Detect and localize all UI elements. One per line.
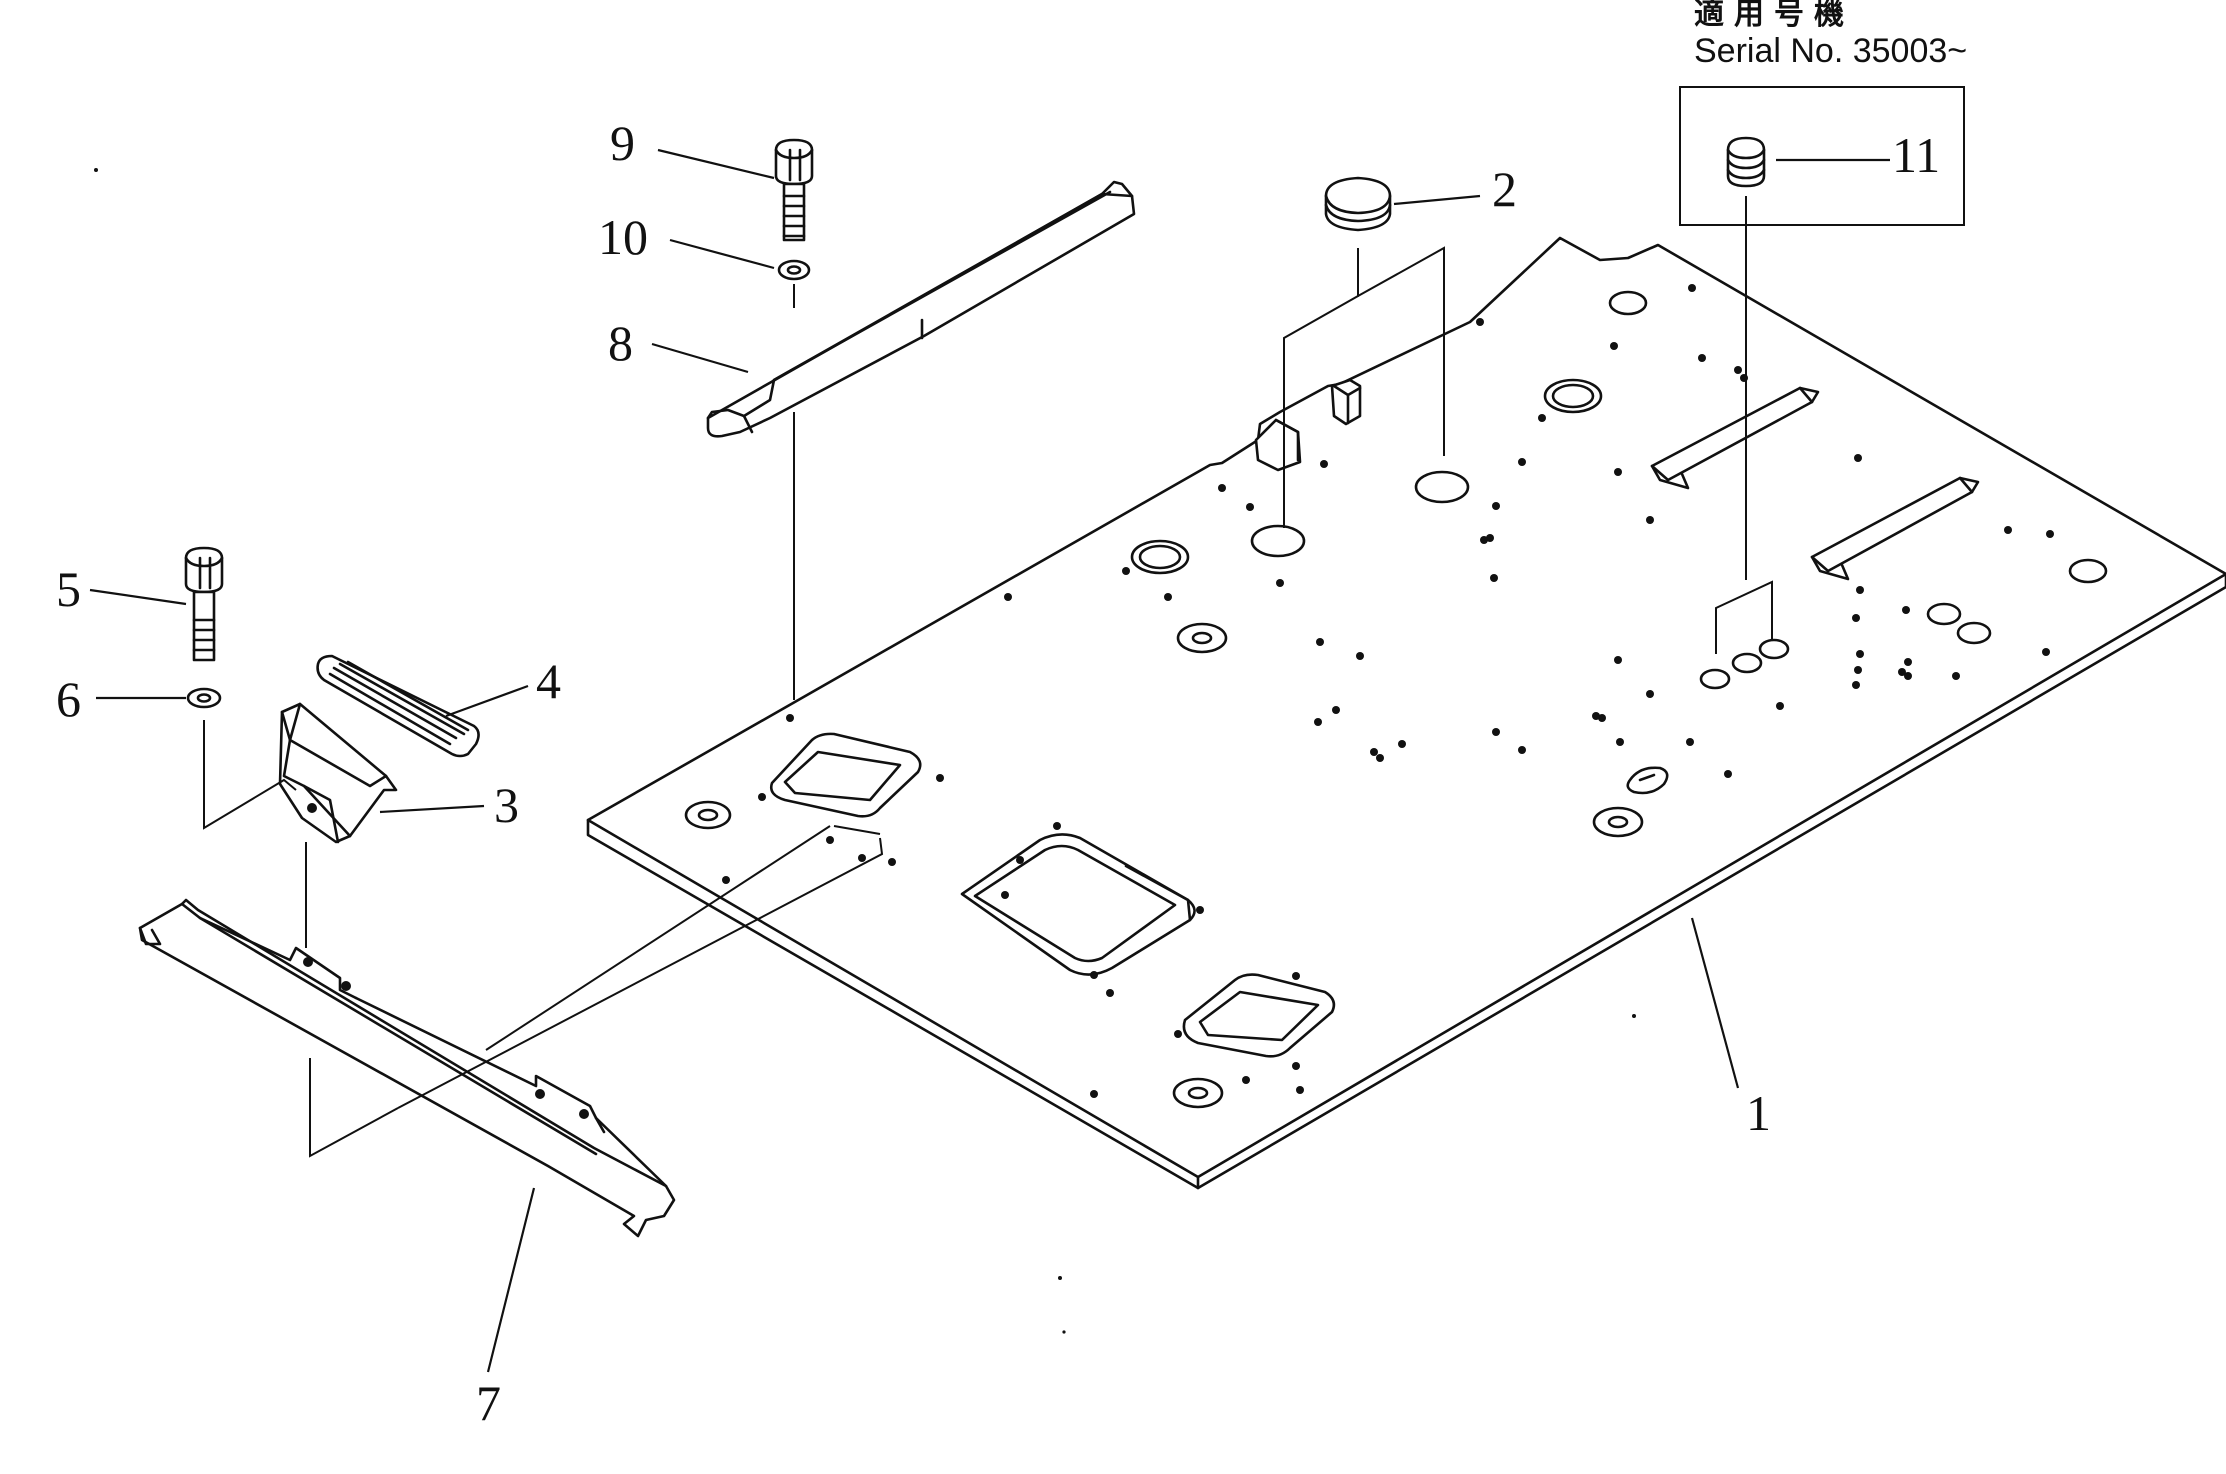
callout-6: 6 [56,671,81,727]
callout-11: 11 [1892,127,1940,183]
washer-part-6 [186,687,222,709]
callout-labels: 1 2 3 4 5 6 7 8 9 10 11 [56,115,1940,1431]
rail-part-7 [138,898,676,1238]
assembly-lines [203,196,1773,1158]
rail-part-8 [706,180,1136,438]
bolt-part-5 [184,546,224,662]
plug-part-2 [1324,176,1392,232]
callout-8: 8 [608,315,633,371]
callout-4: 4 [536,653,561,709]
leader-lines [89,148,1890,1373]
serial-applicability-header: 適用号機 Serial No. 35003~ [1694,0,1967,68]
callout-3: 3 [494,777,519,833]
bolt-part-9 [774,138,814,242]
callout-5: 5 [56,561,81,617]
plug-part-11 [1679,86,1965,226]
callout-9: 9 [610,115,635,171]
washer-part-10 [777,259,811,281]
callout-2: 2 [1492,161,1517,217]
pedal-pad-part-4 [316,654,480,758]
plate-bolt-holes [722,284,2054,1098]
applicable-serial-label-ja: 適用号機 [1694,0,1854,31]
serial-number-label: Serial No. 35003~ [1694,32,1968,70]
floor-plate [586,236,2226,1190]
callout-10: 10 [598,209,648,265]
scan-specks [94,168,1636,1334]
pedal-bracket-part-3 [278,702,398,844]
callout-1: 1 [1746,1085,1771,1141]
callout-7: 7 [476,1375,501,1431]
